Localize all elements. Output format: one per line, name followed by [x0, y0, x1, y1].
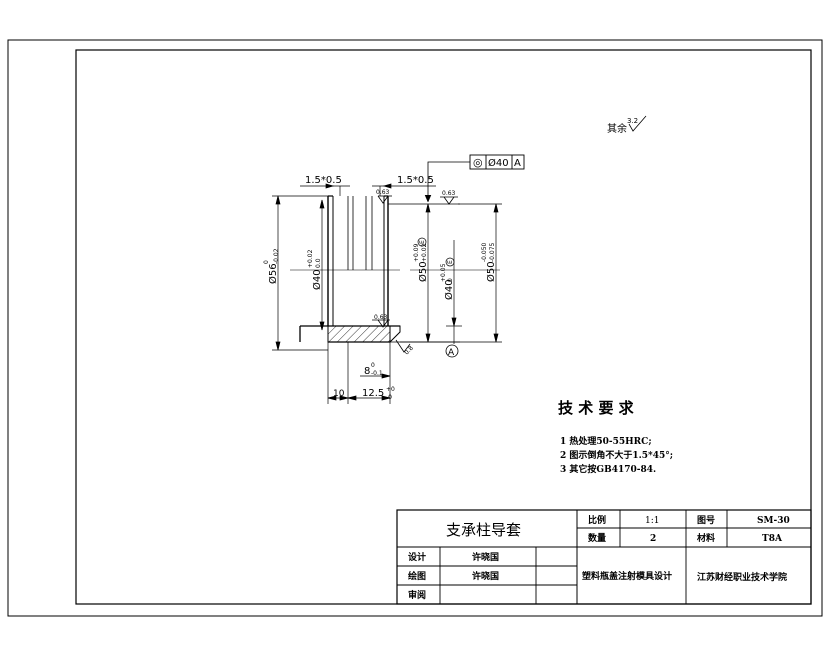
part-section [290, 195, 500, 343]
tech-requirement-3: 3 其它按GB4170-84. [560, 463, 656, 475]
dim-dia40-right-fit: E [447, 260, 454, 264]
tolerance-value: Ø40 [488, 157, 509, 169]
scale-label: 比例 [588, 514, 606, 526]
dim-dia50-right-tol-upper: -0.050 [481, 242, 488, 262]
dim-lengths [327, 342, 391, 404]
quantity-label: 数量 [588, 532, 606, 544]
technical-requirements: 技 术 要 求 1 热处理50-55HRC; 2 图示倒角不大于1.5*45°;… [558, 399, 673, 475]
general-roughness: 其余 3.2 [607, 115, 647, 135]
dim-len8-tol-upper: 0 [371, 362, 375, 369]
dim-dia40-inner [319, 199, 325, 331]
datum-a-label: A [448, 348, 455, 358]
tech-requirement-1: 1 热处理50-55HRC; [560, 435, 652, 447]
dim-dia50-mid-tol-lower: +0.02 [421, 243, 428, 262]
dim-len8-label: 8 [364, 366, 370, 377]
roughness-c: 0.63 [374, 314, 388, 321]
dim-dia50-mid-label: Ø50 [417, 261, 429, 282]
roughness-d: 0.8 [403, 345, 415, 357]
chamfer-dimensions [300, 183, 436, 196]
chamfer-right-label: 1.5*0.5 [397, 175, 434, 186]
designer-label: 设计 [408, 551, 426, 563]
dim-dia40-inner-label: Ø40 [311, 269, 323, 290]
outer-border [7, 39, 823, 617]
dim-dia40-inner-tol-lower: 0.0 [315, 258, 322, 268]
datum-a: A [445, 326, 459, 358]
title-block [396, 509, 812, 605]
dim-dia50-mid-fit: E [419, 240, 426, 244]
project-name: 塑料瓶盖注射模具设计 [582, 570, 672, 582]
drafter-value: 许晓国 [472, 570, 499, 582]
dim-len10-label: 10 [333, 389, 345, 399]
roughness-a: 0.63 [376, 189, 390, 196]
part-name: 支承柱导套 [446, 521, 521, 539]
tech-requirements-title: 技 术 要 求 [558, 399, 635, 417]
roughness-markers: 0.63 0.63 0.63 0.8 [372, 189, 458, 356]
institution-name: 江苏财经职业技术学院 [697, 571, 787, 583]
dim-dia56-tol-lower: -0.02 [273, 248, 280, 264]
quantity-value: 2 [650, 534, 656, 544]
drawing-no-value: SM-30 [757, 516, 790, 526]
geometric-tolerance-frame: ◎ Ø40 A [424, 154, 525, 203]
dim-len125-tol-lower: -0 [386, 394, 392, 401]
dim-dia56 [272, 195, 328, 351]
material-label: 材料 [696, 532, 715, 544]
general-roughness-prefix: 其余 [607, 122, 627, 135]
general-roughness-value: 3.2 [627, 117, 638, 125]
dim-len125-tol-upper: +0 [386, 386, 395, 393]
dim-dia56-label: Ø56 [267, 263, 279, 284]
chamfer-left-label: 1.5*0.5 [305, 175, 342, 186]
dim-len125-label: 12.5 [362, 388, 384, 399]
dim-len8-tol-lower: -0.1 [371, 370, 383, 377]
dim-dia50-right [400, 203, 502, 343]
dim-dia40-right-tol-lower: 0 [447, 278, 454, 282]
material-value: T8A [762, 534, 783, 544]
concentricity-symbol: ◎ [473, 156, 483, 169]
drawing-no-label: 图号 [697, 515, 715, 526]
dim-dia50-mid-tol-upper: +0.09 [413, 243, 420, 262]
dim-dia50-right-tol-lower: -0.075 [489, 242, 496, 262]
dim-dia40-inner-tol-upper: +0.02 [307, 249, 314, 268]
dim-dia56-tol-upper: 0 [263, 260, 270, 264]
tech-requirement-2: 2 图示倒角不大于1.5*45°; [560, 449, 673, 461]
dim-dia40-right-tol-upper: +0.05 [440, 263, 447, 282]
drafter-label: 绘图 [408, 570, 426, 582]
roughness-b: 0.63 [442, 190, 456, 197]
dim-dia40-right-label: Ø40 [443, 279, 455, 300]
dim-dia50-right-label: Ø50 [485, 261, 497, 282]
scale-value: 1:1 [645, 516, 659, 526]
reviewer-label: 审阅 [408, 589, 426, 601]
designer-value: 许晓国 [472, 551, 499, 563]
tolerance-datum: A [514, 158, 521, 169]
